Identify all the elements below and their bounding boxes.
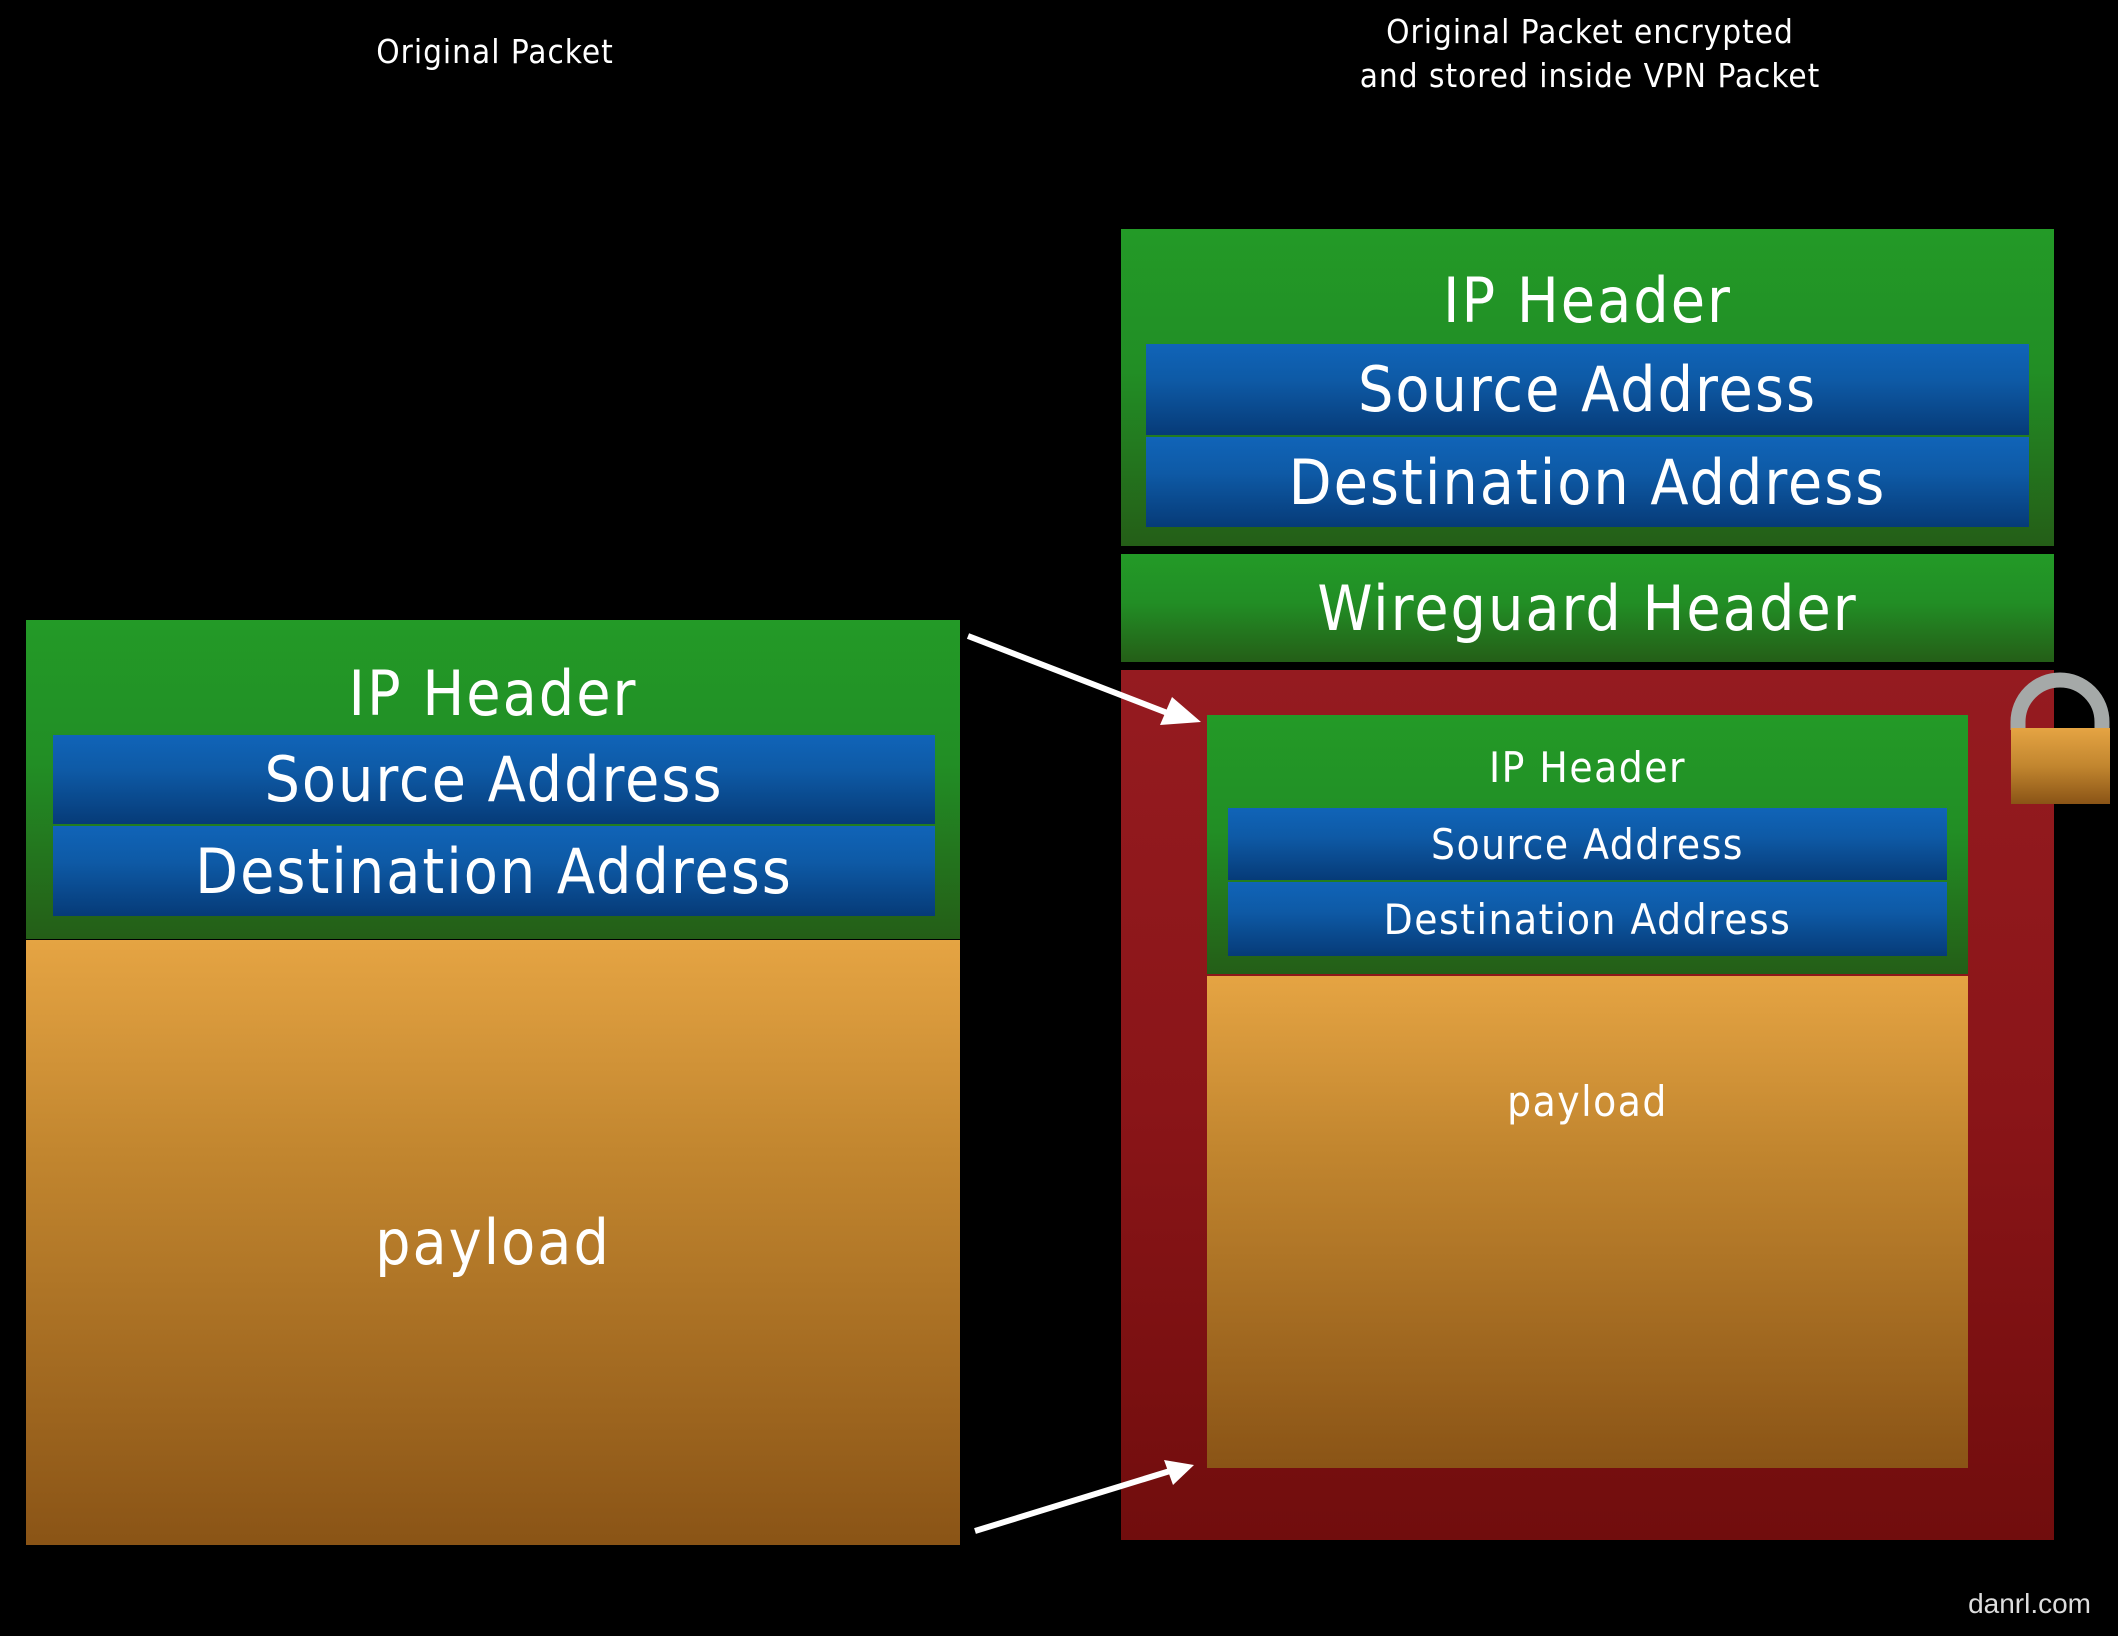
original-packet: IP Header Source Address Destination Add… <box>26 620 960 1545</box>
encrypted-source-address: Source Address <box>1228 808 1947 880</box>
vpn-ip-header: IP Header Source Address Destination Add… <box>1121 229 2054 546</box>
footer-credit: danrl.com <box>1968 1588 2091 1619</box>
vpn-title-line-2: and stored inside VPN Packet <box>1359 56 1821 95</box>
vpn-title-line-1: Original Packet encrypted <box>1386 12 1794 51</box>
original-payload: payload <box>26 940 960 1545</box>
original-payload-label: payload <box>375 1206 611 1279</box>
wireguard-header-label: Wireguard Header <box>1317 571 1858 645</box>
wireguard-header: Wireguard Header <box>1121 554 2054 662</box>
encrypted-payload-label: payload <box>1507 1076 1668 1126</box>
encrypted-source-address-label: Source Address <box>1430 819 1744 869</box>
lock-shackle <box>2010 672 2110 730</box>
encrypted-ip-header: IP Header Source Address Destination Add… <box>1207 715 1968 974</box>
original-ip-header-label: IP Header <box>348 656 638 730</box>
lock-icon <box>2010 670 2110 805</box>
original-source-address: Source Address <box>53 735 935 824</box>
encrypted-ip-header-label: IP Header <box>1488 742 1687 792</box>
encrypted-destination-address: Destination Address <box>1228 882 1947 956</box>
vpn-destination-address-label: Destination Address <box>1288 445 1887 519</box>
vpn-source-address: Source Address <box>1146 344 2029 435</box>
vpn-destination-address: Destination Address <box>1146 437 2029 527</box>
original-packet-title: Original Packet <box>376 32 614 71</box>
original-ip-header: IP Header Source Address Destination Add… <box>26 620 960 939</box>
original-source-address-label: Source Address <box>264 743 724 816</box>
lock-body <box>2011 728 2110 804</box>
encrypted-region: IP Header Source Address Destination Add… <box>1121 670 2054 1540</box>
encrypted-destination-address-label: Destination Address <box>1383 894 1792 944</box>
original-destination-address: Destination Address <box>53 826 935 916</box>
vpn-source-address-label: Source Address <box>1357 353 1818 426</box>
lock-icon-svg <box>2010 672 2110 804</box>
encrypted-payload: payload <box>1207 976 1968 1468</box>
vpn-packet-title: Original Packet encrypted and stored ins… <box>1190 10 1990 98</box>
vpn-ip-header-label: IP Header <box>1443 263 1732 337</box>
original-destination-address-label: Destination Address <box>195 834 793 908</box>
